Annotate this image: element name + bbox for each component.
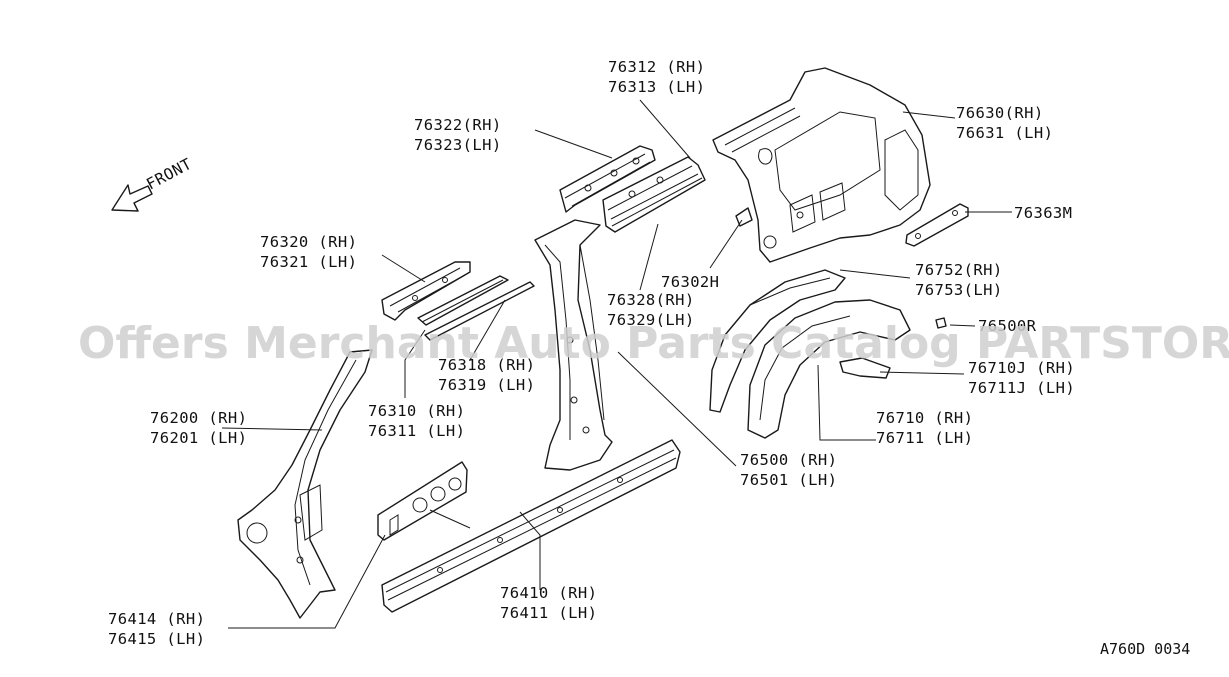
label-76201: 76201 (LH) bbox=[150, 429, 247, 447]
label-76630: 76630(RH) bbox=[956, 104, 1044, 122]
label-76313: 76313 (LH) bbox=[608, 78, 705, 96]
label-76318: 76318 (RH) bbox=[438, 356, 535, 374]
part-76630-drawing bbox=[712, 67, 931, 263]
label-76319: 76319 (LH) bbox=[438, 376, 535, 394]
label-76311: 76311 (LH) bbox=[368, 422, 465, 440]
label-76414: 76414 (RH) bbox=[108, 610, 205, 628]
part-76302h-drawing bbox=[735, 207, 753, 227]
part-76318-drawing bbox=[417, 275, 535, 341]
part-76500-drawing bbox=[534, 219, 613, 471]
label-76500r: 76500R bbox=[978, 317, 1037, 335]
part-76752-drawing bbox=[709, 269, 846, 413]
part-76322-drawing bbox=[559, 145, 656, 213]
part-76710j-drawing bbox=[839, 357, 891, 379]
label-76752: 76752(RH) bbox=[915, 261, 1003, 279]
part-76710-drawing bbox=[747, 299, 911, 439]
label-76320: 76320 (RH) bbox=[260, 233, 357, 251]
label-76711j: 76711J (LH) bbox=[968, 379, 1075, 397]
label-76753: 76753(LH) bbox=[915, 281, 1003, 299]
label-76310: 76310 (RH) bbox=[368, 402, 465, 420]
leader-lines bbox=[221, 99, 1012, 629]
label-76415: 76415 (LH) bbox=[108, 630, 205, 648]
label-76328: 76328(RH) bbox=[607, 291, 695, 309]
part-76410-drawing bbox=[381, 439, 681, 613]
part-76500r-drawing bbox=[935, 317, 947, 329]
watermark-text: Offers Merchant Auto Parts Catalog PARTS… bbox=[78, 318, 1229, 369]
part-76200-drawing bbox=[237, 349, 373, 619]
label-76710: 76710 (RH) bbox=[876, 409, 973, 427]
part-76363m-drawing bbox=[905, 203, 969, 247]
part-76320-drawing bbox=[381, 261, 471, 321]
label-76410: 76410 (RH) bbox=[500, 584, 597, 602]
label-76363m: 76363M bbox=[1014, 204, 1072, 222]
label-76411: 76411 (LH) bbox=[500, 604, 597, 622]
front-label: FRONT bbox=[143, 155, 194, 194]
label-76322: 76322(RH) bbox=[414, 116, 502, 134]
part-76414-drawing bbox=[377, 461, 468, 541]
label-76321: 76321 (LH) bbox=[260, 253, 357, 271]
label-76329: 76329(LH) bbox=[607, 311, 695, 329]
front-arrow-icon bbox=[111, 184, 153, 212]
label-76501: 76501 (LH) bbox=[740, 471, 837, 489]
label-76710j: 76710J (RH) bbox=[968, 359, 1075, 377]
part-76312-drawing bbox=[602, 156, 706, 233]
label-76312: 76312 (RH) bbox=[608, 58, 705, 76]
drawing-code: A760D 0034 bbox=[1100, 640, 1190, 658]
label-76631: 76631 (LH) bbox=[956, 124, 1053, 142]
label-76323: 76323(LH) bbox=[414, 136, 502, 154]
label-76200: 76200 (RH) bbox=[150, 409, 247, 427]
label-76500: 76500 (RH) bbox=[740, 451, 837, 469]
label-76711: 76711 (LH) bbox=[876, 429, 973, 447]
label-76302h: 76302H bbox=[661, 273, 719, 291]
